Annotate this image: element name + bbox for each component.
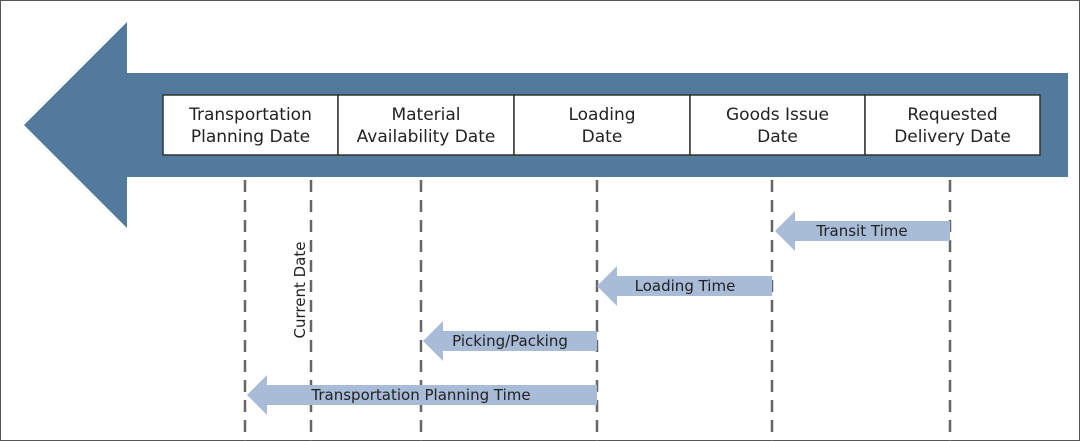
date-box-label-line1: Requested — [907, 105, 997, 125]
duration-arrow-loading: Loading Time — [597, 266, 772, 306]
date-box-transportation-planning: Transportation Planning Date — [162, 94, 339, 156]
duration-arrow-transportation-planning: Transportation Planning Time — [247, 375, 597, 415]
date-box-label-line2: Planning Date — [191, 127, 310, 147]
date-box-label-line2: Availability Date — [357, 127, 496, 147]
date-box-label-line1: Goods Issue — [726, 105, 829, 125]
duration-label: Transportation Planning Time — [310, 386, 530, 404]
date-box-label-line2: Delivery Date — [894, 127, 1011, 147]
date-box-label-line2: Date — [582, 127, 623, 147]
date-box-label-line1: Loading — [568, 105, 635, 125]
date-box-label-line1: Material — [391, 105, 460, 125]
duration-arrow-transit: Transit Time — [775, 211, 950, 251]
date-box-goods-issue: Goods Issue Date — [689, 94, 866, 156]
date-box-requested-delivery: Requested Delivery Date — [864, 94, 1041, 156]
date-box-label-line1: Transportation — [188, 105, 312, 125]
date-box-loading: Loading Date — [513, 94, 691, 156]
duration-arrow-picking-packing: Picking/Packing — [423, 321, 597, 361]
duration-label: Picking/Packing — [452, 332, 568, 350]
duration-label: Transit Time — [815, 222, 907, 240]
date-box-material-availability: Material Availability Date — [337, 94, 515, 156]
current-date-label: Current Date — [291, 242, 309, 339]
date-boxes: Transportation Planning Date Material Av… — [162, 94, 1041, 156]
duration-label: Loading Time — [635, 277, 736, 295]
date-box-label-line2: Date — [757, 127, 798, 147]
